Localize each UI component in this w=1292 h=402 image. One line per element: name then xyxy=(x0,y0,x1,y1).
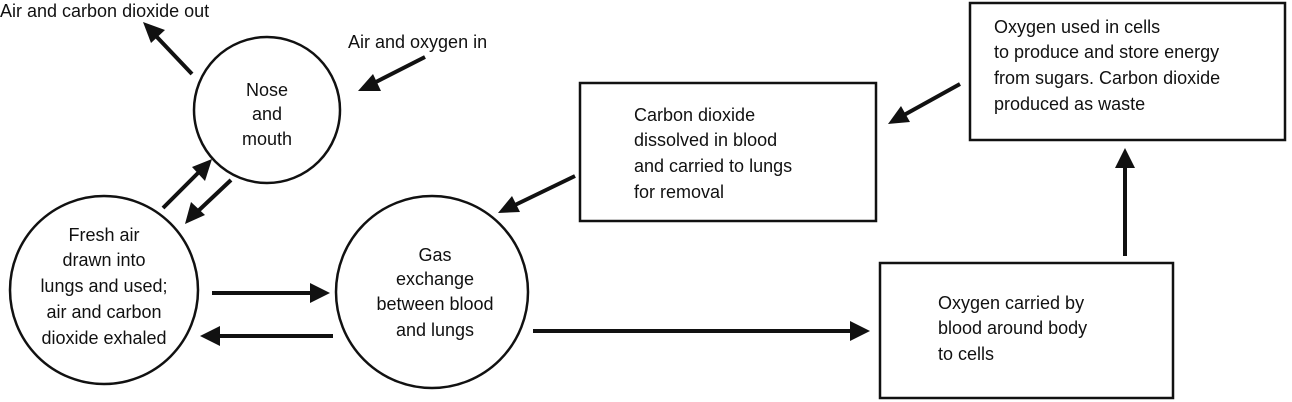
node-gas-exchange-line-4: and lungs xyxy=(396,320,474,340)
arrow-nose-to-lungs xyxy=(185,178,233,224)
box-co2-in-blood-line-2: dissolved in blood xyxy=(634,130,777,150)
node-nose-mouth-line-3: mouth xyxy=(242,129,292,149)
box-oxygen-used-in-cells: Oxygen used in cells to produce and stor… xyxy=(968,1,1287,142)
node-gas-exchange-line-2: exchange xyxy=(396,269,474,289)
arrow-in-to-nose xyxy=(358,55,426,91)
box-oxygen-used-line-2: to produce and store energy xyxy=(994,42,1219,62)
label-air-co2-out: Air and carbon dioxide out xyxy=(0,1,209,21)
node-gas-exchange-line-1: Gas xyxy=(418,245,451,265)
node-lungs-line-2: drawn into xyxy=(62,250,145,270)
box-co2-in-blood-line-1: Carbon dioxide xyxy=(634,105,755,125)
node-lungs: Fresh air drawn into lungs and used; air… xyxy=(8,194,200,386)
arrow-lungs-to-nose xyxy=(161,159,212,210)
arrow-lungs-to-gas-exchange xyxy=(212,283,330,303)
node-lungs-line-3: lungs and used; xyxy=(40,276,167,296)
box-oxygen-carried-line-1: Oxygen carried by xyxy=(938,293,1084,313)
box-oxygen-used-line-3: from sugars. Carbon dioxide xyxy=(994,68,1220,88)
box-oxygen-carried-by-blood: Oxygen carried by blood around body to c… xyxy=(878,261,1175,400)
box-oxygen-carried-line-3: to cells xyxy=(938,344,994,364)
box-co2-in-blood-line-3: and carried to lungs xyxy=(634,156,792,176)
node-lungs-line-1: Fresh air xyxy=(68,225,139,245)
arrow-cells-to-co2-blood xyxy=(888,82,961,124)
box-oxygen-used-line-4: produced as waste xyxy=(994,94,1145,114)
node-lungs-line-4: air and carbon xyxy=(46,302,161,322)
box-co2-in-blood: Carbon dioxide dissolved in blood and ca… xyxy=(578,81,878,223)
arrow-oxygen-blood-to-cells xyxy=(1115,148,1135,256)
node-nose-mouth: Nose and mouth xyxy=(192,35,342,185)
arrow-nose-to-out xyxy=(143,22,194,76)
node-lungs-line-5: dioxide exhaled xyxy=(41,328,166,348)
label-air-oxygen-in: Air and oxygen in xyxy=(348,32,487,52)
arrow-co2-blood-to-gas-exchange xyxy=(498,174,576,213)
node-gas-exchange: Gas exchange between blood and lungs xyxy=(334,194,530,390)
node-nose-mouth-line-2: and xyxy=(252,104,282,124)
box-oxygen-carried-line-2: blood around body xyxy=(938,318,1087,338)
node-nose-mouth-line-1: Nose xyxy=(246,80,288,100)
arrow-gas-exchange-to-lungs xyxy=(200,326,333,346)
arrow-gas-exchange-to-oxygen-blood xyxy=(533,321,870,341)
box-co2-in-blood-line-4: for removal xyxy=(634,182,724,202)
box-oxygen-used-line-1: Oxygen used in cells xyxy=(994,17,1160,37)
node-gas-exchange-line-3: between blood xyxy=(376,294,493,314)
